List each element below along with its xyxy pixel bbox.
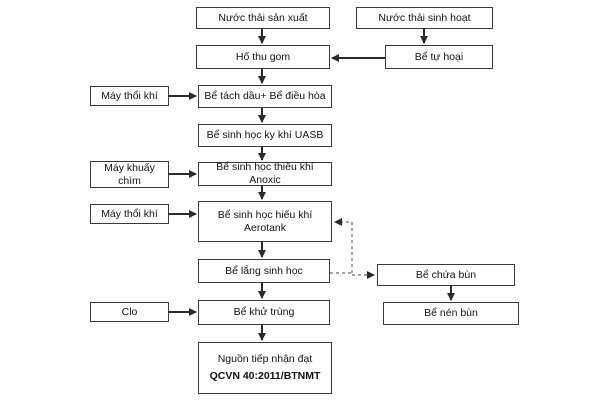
dashed-sludge-return-to-aerotank [334,218,353,273]
box-nuoc-thai-san-xuat: Nước thải sản xuất [196,7,330,29]
dashed-sludge-to-be-chua-bun [330,271,375,279]
box-clo: Clo [90,302,169,322]
box-be-khu-trung: Bể khử trùng [198,300,330,325]
box-be-nen-bun: Bể nén bùn [383,302,519,325]
box-be-aerotank: Bể sinh học hiếu khí Aerotank [198,201,332,242]
qcvn-standard-label: QCVN 40:2011/BTNMT [209,370,321,382]
box-may-thoi-khi-1: Máy thổi khí [90,86,169,106]
box-may-khuay-chim: Máy khuấy chìm [90,161,169,188]
nguon-tiep-nhan-label: Nguồn tiếp nhận đạt [217,353,313,365]
box-be-tach-dau-dieu-hoa: Bể tách dầu+ Bể điều hòa [198,85,332,108]
box-be-lang-sinh-hoc: Bể lắng sinh học [198,259,330,283]
box-may-thoi-khi-2: Máy thổi khí [90,204,169,224]
box-be-tu-hoai: Bể tự hoại [385,45,493,69]
box-ho-thu-gom: Hố thu gom [196,45,330,69]
box-be-chua-bun: Bể chứa bùn [377,264,515,286]
box-nuoc-thai-sinh-hoat: Nước thải sinh hoạt [356,7,493,29]
box-be-anoxic: Bể sinh học thiếu khí Anoxic [198,161,332,186]
box-be-uasb: Bể sinh học ky khí UASB [198,124,332,147]
box-nguon-tiep-nhan: Nguồn tiếp nhận đạt QCVN 40:2011/BTNMT [198,342,332,394]
